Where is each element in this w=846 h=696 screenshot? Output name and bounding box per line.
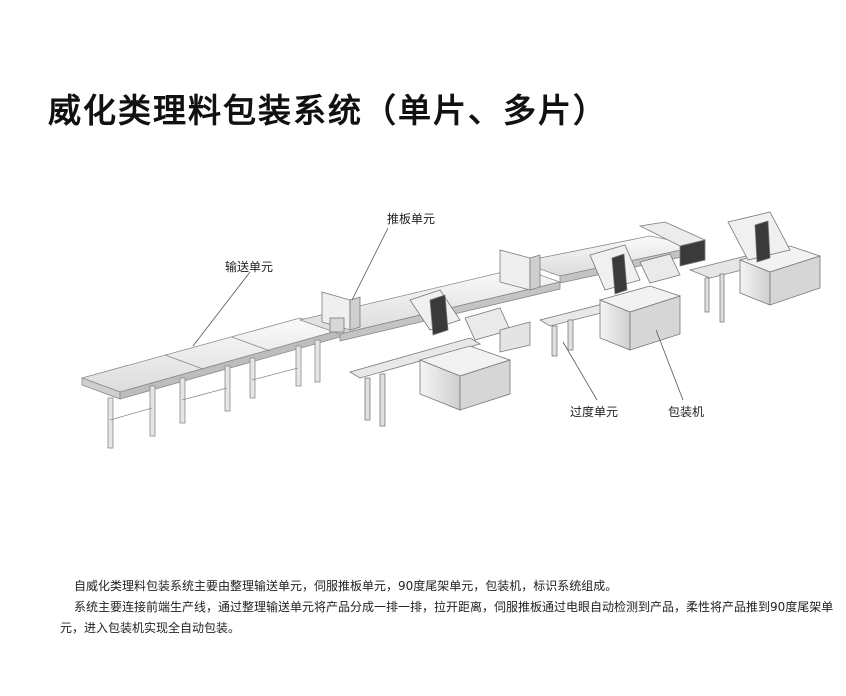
callout-line-packer [655,329,684,401]
callout-line-transition [562,341,598,401]
description: 自威化类理料包装系统主要由整理输送单元，伺服推板单元，90度尾架单元，包装机，标… [60,576,840,639]
conveyor-unit [80,317,342,449]
description-line-2: 系统主要连接前端生产线，通过整理输送单元将产品分成一排一排，拉开距离，伺服推板通… [60,600,834,635]
packing-machine-1 [409,289,531,411]
packing-machine-2 [589,244,682,351]
callout-line-pusher [351,227,389,301]
callout-packing-machine: 包装机 [668,405,705,419]
page-title: 威化类理料包装系统（单片、多片） [48,91,608,130]
callout-line-conveyor [192,271,251,347]
callout-transition-unit: 过度单元 [570,405,619,419]
packing-machine-3 [727,211,822,306]
description-line-1: 自威化类理料包装系统主要由整理输送单元，伺服推板单元，90度尾架单元，包装机，标… [74,579,618,593]
pusher-unit [321,291,481,427]
callout-pusher-unit: 推板单元 [387,212,436,226]
callout-lines [192,227,684,401]
callout-conveyor-unit: 输送单元 [225,260,274,274]
